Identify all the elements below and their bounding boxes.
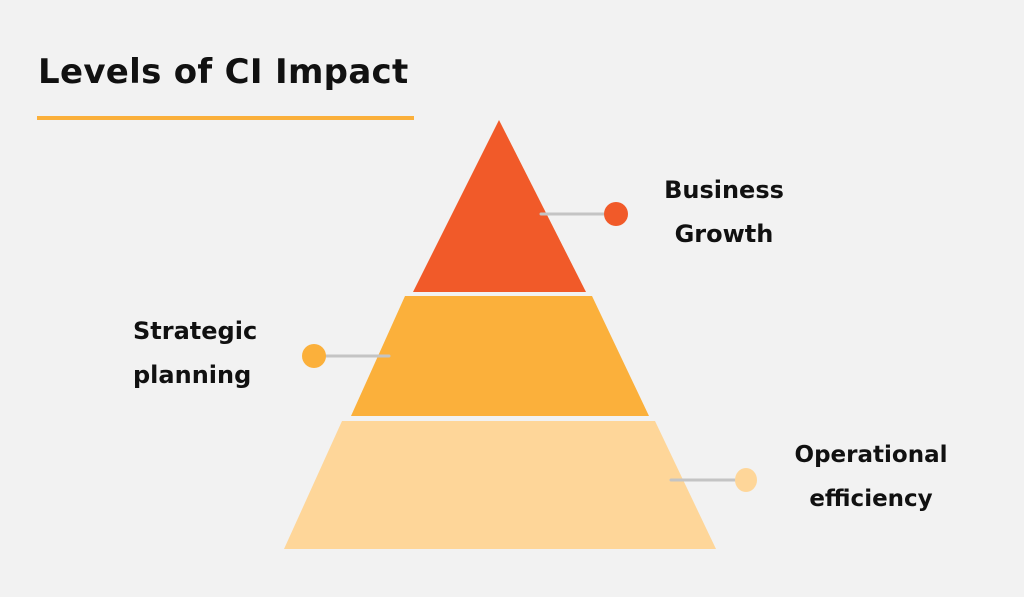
diagram-title: Levels of CI Impact [38,52,409,92]
title-underline [37,116,414,120]
label-line: Business [664,176,784,204]
label-line: Operational [794,442,948,468]
tier-bottom-operational-efficiency [284,421,716,549]
tier-middle-strategic-planning [351,296,649,416]
tier-top-business-growth [413,120,586,292]
dot-strategic-planning [302,344,326,368]
label-business-growth: Business Growth [640,168,808,256]
label-line: Growth [674,220,774,248]
label-strategic-planning: Strategic planning [133,309,257,397]
label-operational-efficiency: Operational efficiency [780,433,962,521]
label-line: efficiency [809,486,933,512]
dot-business-growth [604,202,628,226]
label-line: planning [133,361,252,389]
dot-operational-efficiency [735,468,757,492]
label-line: Strategic [133,317,258,345]
